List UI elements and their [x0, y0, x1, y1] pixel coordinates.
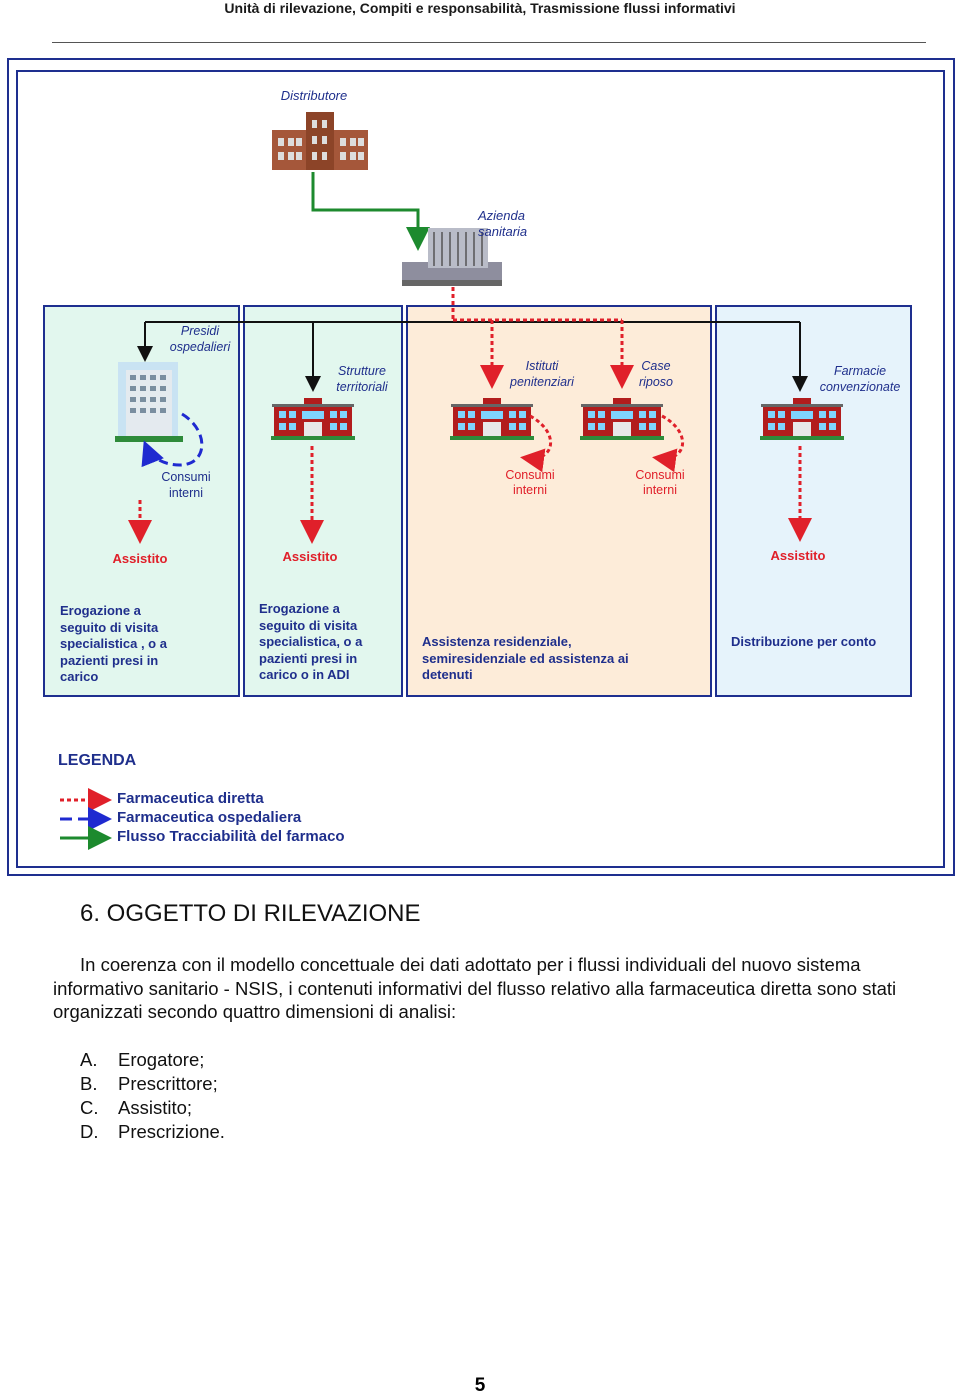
node-label-istituti: Istituti penitenziari: [510, 359, 574, 389]
diagram-outer-frame: [7, 58, 955, 876]
section-heading: 6. OGGETTO DI RILEVAZIONE: [80, 900, 421, 927]
consumi-interni-case: Consumi interni: [635, 468, 685, 497]
list-item: A.Erogatore;: [80, 1049, 205, 1070]
list-item: C.Assistito;: [80, 1097, 193, 1118]
list-item: D.Prescrizione.: [80, 1121, 225, 1142]
description-farmacie: Distribuzione per conto: [731, 634, 877, 649]
istituti-building-icon: [450, 398, 534, 440]
page-header: Unità di rilevazione, Compiti e responsa…: [224, 0, 736, 16]
legend-item-farmaceutica-ospedaliera: Farmaceutica ospedaliera: [117, 809, 302, 826]
legend-title: LEGENDA: [58, 752, 137, 769]
azienda-building-icon: [402, 228, 502, 286]
consumi-interni-istituti: Consumi interni: [505, 468, 555, 497]
section-paragraph: In coerenza con il modello concettuale d…: [53, 954, 897, 1022]
azienda-label: Azienda sanitaria: [478, 208, 528, 239]
node-label-case-riposo: Case riposo: [638, 359, 674, 389]
node-label-strutture: Strutture territoriali: [336, 364, 388, 394]
distributore-building-icon: [272, 112, 368, 170]
assistito-presidi: Assistito: [112, 551, 168, 566]
strutture-building-icon: [271, 398, 355, 440]
case-riposo-building-icon: [580, 398, 664, 440]
legend-item-farmaceutica-diretta: Farmaceutica diretta: [117, 790, 264, 807]
page-number: 5: [474, 1375, 486, 1396]
column-strutture: [243, 305, 403, 697]
header-rule: [52, 42, 926, 43]
assistito-farmacie: Assistito: [770, 548, 826, 563]
distributore-label: Distributore: [280, 88, 348, 103]
diagram-graphics: [60, 112, 844, 850]
farmacie-building-icon: [760, 398, 844, 440]
description-istituti-case: Assistenza residenziale, semiresidenzial…: [422, 634, 629, 682]
diagram-inner-frame: [16, 70, 945, 868]
assistito-strutture: Assistito: [282, 549, 338, 564]
description-strutture: Erogazione a seguito di visita specialis…: [259, 601, 363, 682]
column-farmacie: [715, 305, 912, 697]
description-presidi: Erogazione a seguito di visita specialis…: [60, 603, 167, 684]
consumi-interni-presidi: Consumi interni: [161, 470, 211, 500]
presidi-building-icon: [115, 362, 183, 442]
list-item: B.Prescrittore;: [80, 1073, 218, 1094]
node-label-presidi: Presidi ospedalieri: [169, 324, 231, 354]
column-istituti-case: [406, 305, 712, 697]
node-label-farmacie: Farmacie convenzionate: [819, 364, 901, 394]
legend-item-flusso-tracciabilita: Flusso Tracciabilità del farmaco: [117, 828, 345, 845]
